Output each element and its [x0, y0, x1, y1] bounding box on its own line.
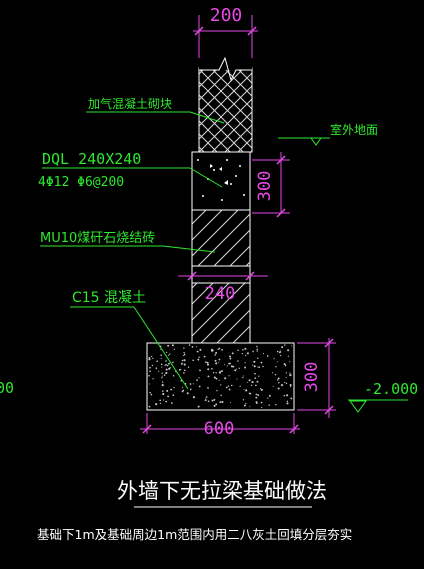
drawing-title: 外墙下无拉梁基础做法: [117, 479, 327, 503]
top-dimension: 200: [193, 5, 258, 58]
brick-wall: [191, 209, 251, 344]
backfill-note: 基础下1m及基础周边1m范围内用二八灰土回填分层夯实: [37, 527, 352, 542]
elevation-marker: -2.000: [348, 380, 418, 413]
drawing-title-block: 外墙下无拉梁基础做法 基础下1m及基础周边1m范围内用二八灰土回填分层夯实: [37, 479, 352, 542]
label-aerated-block: 加气混凝土砌块: [88, 96, 172, 111]
label-concrete: C15 混凝土: [72, 290, 146, 306]
footing-height-dimension: 300: [297, 338, 336, 418]
left-edge-fragment: 00: [0, 379, 14, 397]
label-beam-code: DQL 240X240: [42, 150, 141, 168]
label-elevation: -2.000: [364, 380, 418, 398]
dim-beam-height: 300: [255, 171, 275, 202]
concrete-footing: [146, 342, 295, 411]
leader-concrete: C15 混凝土: [70, 290, 189, 390]
leader-ring-beam: DQL 240X240 4Φ12 Φ6@200: [38, 150, 223, 190]
label-outdoor-ground: 室外地面: [330, 122, 378, 137]
aerated-block-wall: [198, 56, 253, 153]
dim-brick-width: 240: [205, 284, 236, 304]
beam-height-dimension: 300: [252, 152, 290, 218]
label-beam-rebar: 4Φ12 Φ6@200: [38, 175, 124, 190]
leader-aerated-block: 加气混凝土砌块: [86, 96, 225, 124]
dim-footing-width: 600: [204, 419, 235, 439]
label-brick: MU10煤矸石烧结砖: [40, 231, 155, 246]
leader-brick: MU10煤矸石烧结砖: [40, 231, 216, 253]
brick-dimension: 240: [178, 271, 268, 304]
footing-width-dimension: 600: [140, 413, 300, 439]
ring-beam: [191, 151, 251, 211]
outdoor-ground-marker: 室外地面: [278, 122, 378, 146]
dim-wall-width: 200: [210, 5, 243, 26]
dim-footing-height: 300: [302, 362, 322, 393]
